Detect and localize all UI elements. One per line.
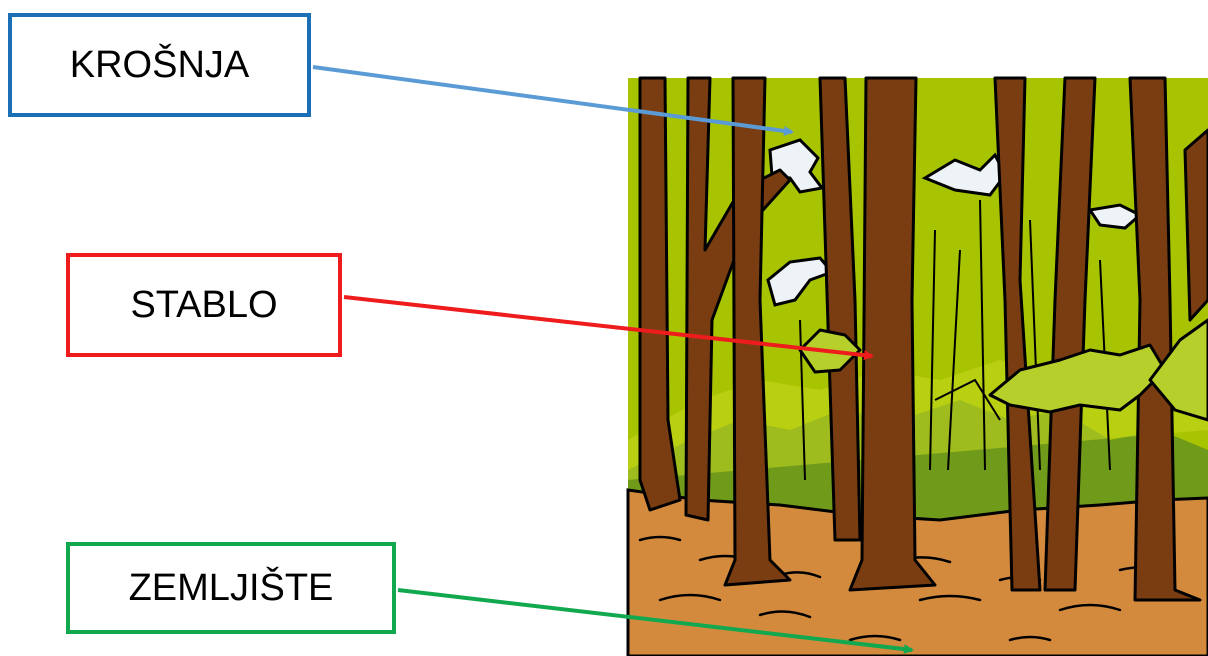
stablo-label-text: STABLO — [130, 284, 277, 327]
zemljiste-label: ZEMLJIŠTE — [66, 542, 396, 634]
stablo-label: STABLO — [66, 253, 342, 357]
krosnja-label: KROŠNJA — [8, 13, 311, 117]
zemljiste-label-text: ZEMLJIŠTE — [129, 567, 334, 610]
krosnja-label-text: KROŠNJA — [70, 44, 249, 87]
